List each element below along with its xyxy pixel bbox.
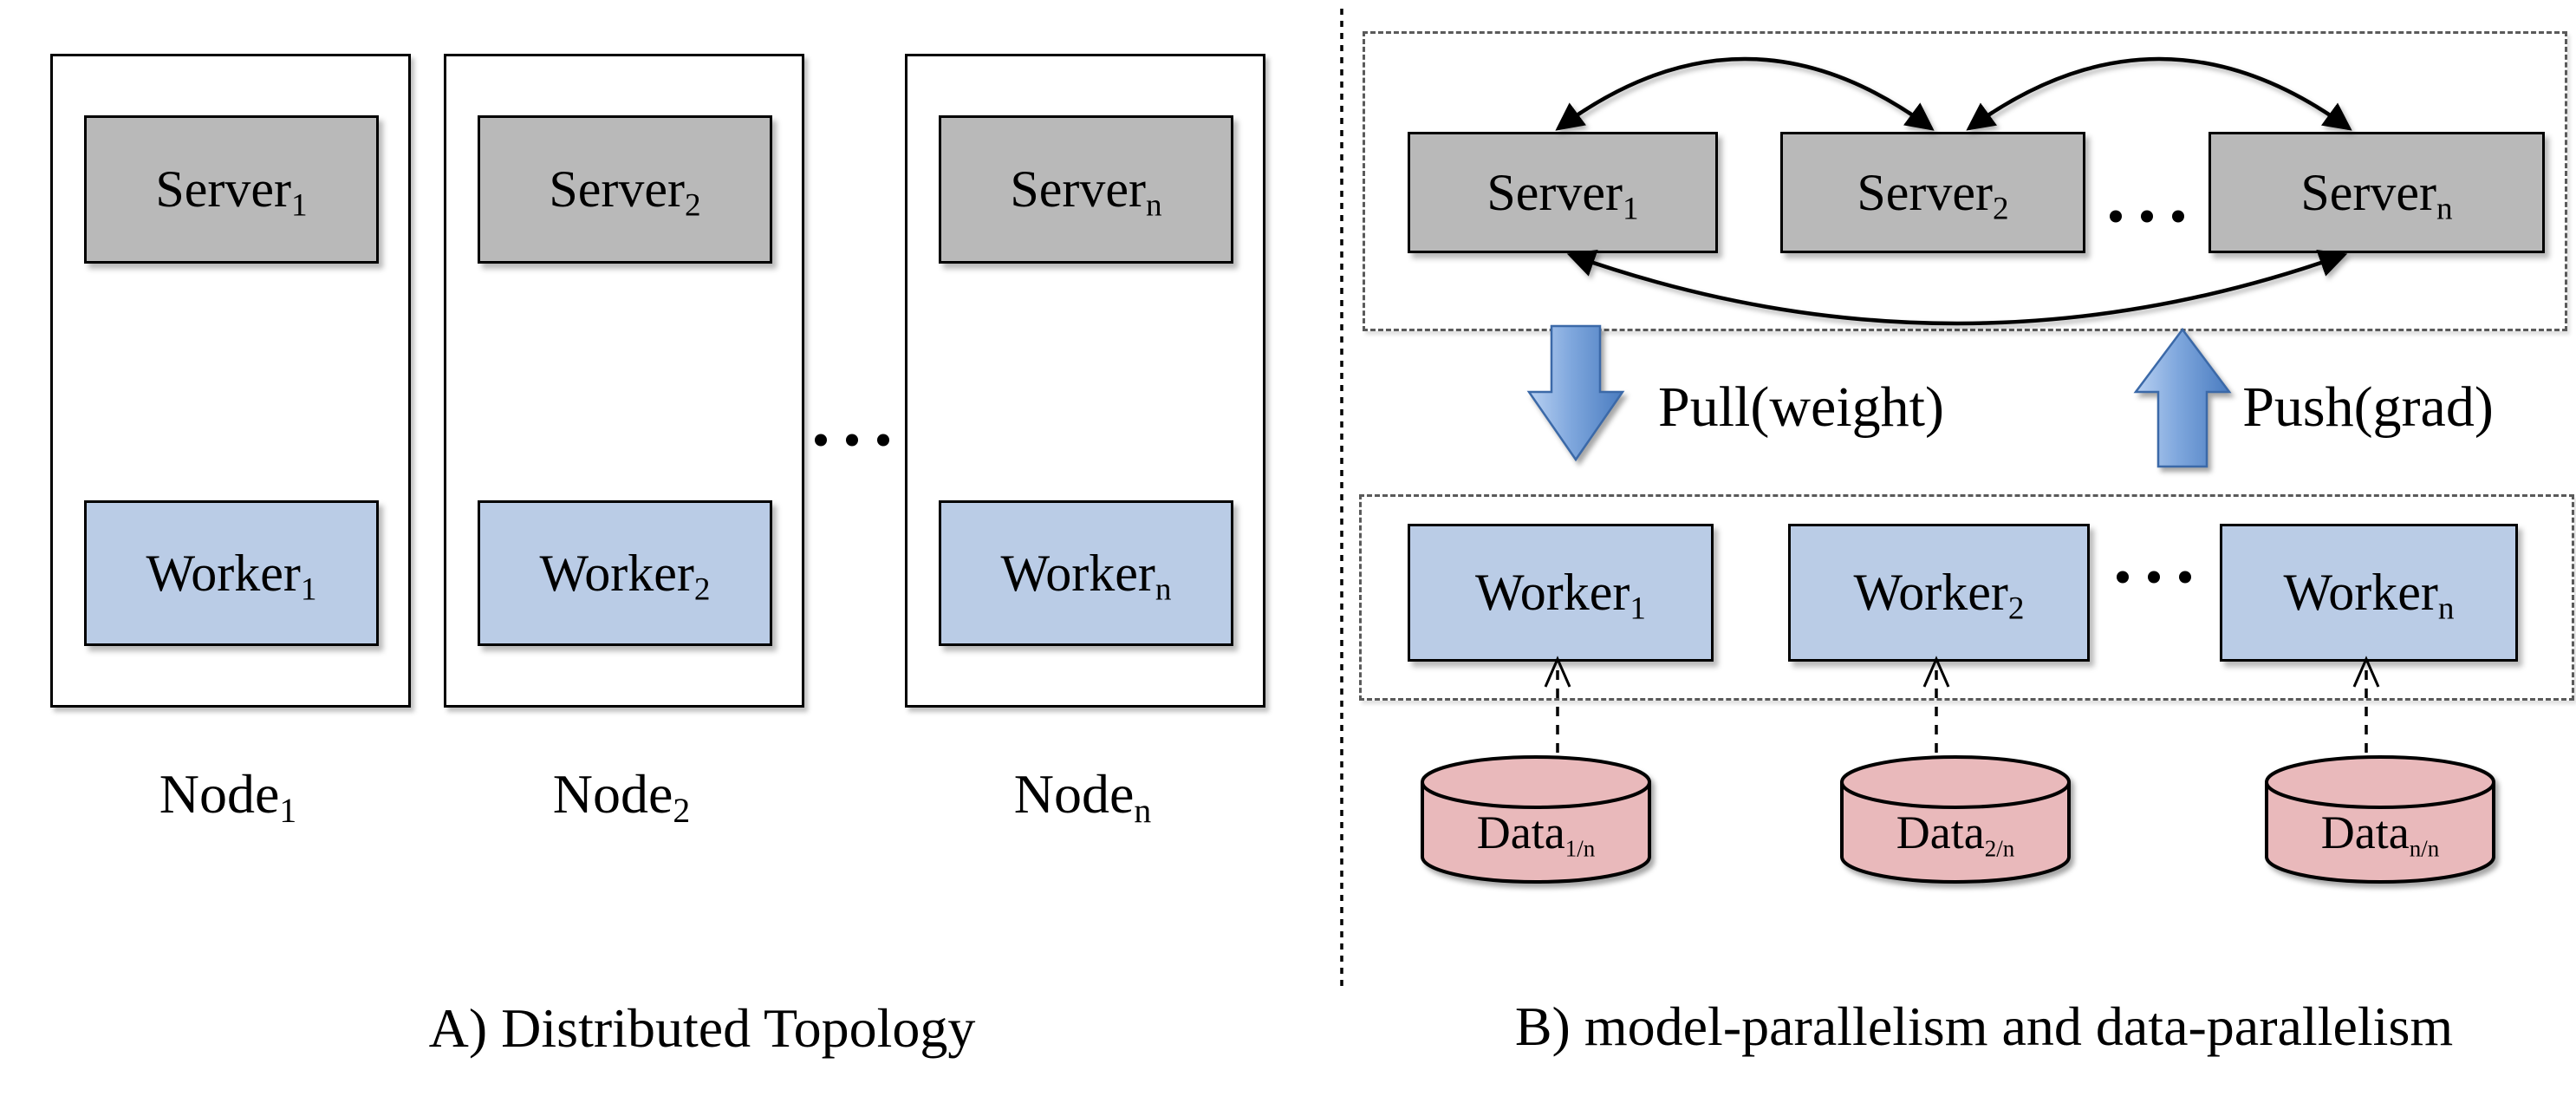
ellipsis-dots-nodes [805, 434, 899, 451]
worker-box-b1: Worker1 [1408, 524, 1714, 662]
server-label: Server1 [155, 160, 308, 224]
server-box-b2: Server2 [1780, 132, 2085, 253]
node-box-1: Server1 Worker1 [50, 54, 411, 708]
worker-box-b2: Worker2 [1788, 524, 2090, 662]
ellipsis-dots-servers [2100, 210, 2194, 227]
worker-label: Worker1 [1474, 564, 1646, 627]
caption-panel-b: B) model-parallelism and data-parallelis… [1514, 995, 2454, 1057]
worker-box-a1: Worker1 [84, 500, 379, 646]
server-group-container [1363, 31, 2567, 331]
node-label-1: Node1 [159, 763, 297, 831]
server-box-an: Servern [939, 115, 1233, 264]
node-label-n: Noden [1013, 763, 1152, 831]
server-label: Server2 [1857, 163, 2009, 226]
server-label: Servern [2300, 163, 2453, 226]
push-up-arrow-icon [2133, 327, 2232, 468]
worker-label: Worker2 [539, 544, 711, 607]
worker-box-bn: Workern [2220, 524, 2518, 662]
node-label-2: Node2 [552, 763, 691, 831]
worker-group-container [1359, 494, 2574, 701]
server-box-a1: Server1 [84, 115, 379, 264]
data-label-1: Data1/n [1476, 806, 1596, 862]
server-box-b1: Server1 [1408, 132, 1718, 253]
server-label: Server1 [1486, 163, 1639, 226]
server-box-a2: Server2 [478, 115, 772, 264]
worker-label: Worker1 [146, 544, 317, 607]
worker-label: Workern [2283, 564, 2455, 627]
push-grad-label: Push(grad) [2242, 375, 2494, 439]
node-box-n: Servern Workern [905, 54, 1265, 708]
caption-panel-a: A) Distributed Topology [428, 997, 976, 1059]
pull-weight-label: Pull(weight) [1658, 375, 1944, 439]
server-box-bn: Servern [2208, 132, 2545, 253]
worker-box-an: Workern [939, 500, 1233, 646]
server-label: Server2 [549, 160, 701, 224]
worker-label: Worker2 [1853, 564, 2025, 627]
worker-box-a2: Worker2 [478, 500, 772, 646]
node-box-2: Server2 Worker2 [444, 54, 804, 708]
data-label-2: Data2/n [1896, 806, 2015, 862]
worker-label: Workern [1000, 544, 1172, 607]
ellipsis-dots-workers [2107, 571, 2201, 588]
data-label-n: Datan/n [2320, 806, 2440, 862]
pull-down-arrow-icon [1526, 324, 1625, 462]
server-label: Servern [1010, 160, 1162, 224]
